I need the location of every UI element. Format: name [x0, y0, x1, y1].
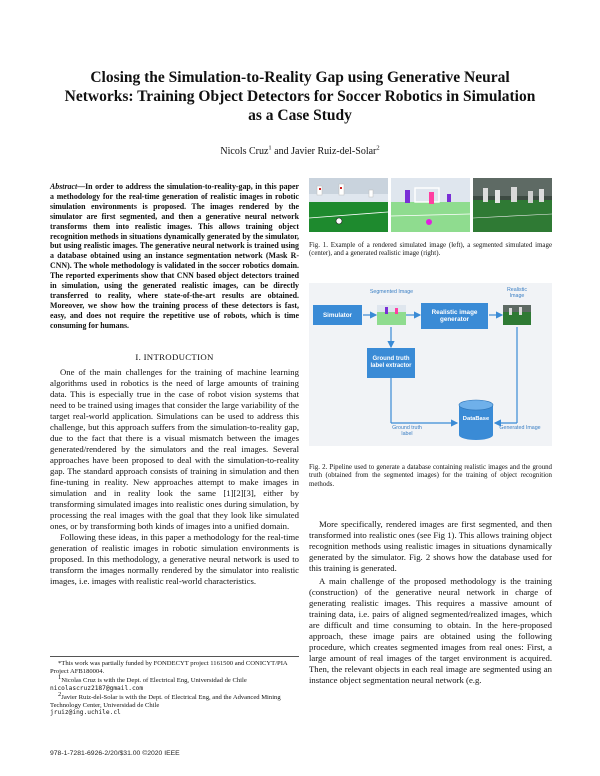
figure-1-caption: Fig. 1. Example of a rendered simulated …	[309, 242, 552, 258]
ground-truth-label-extractor-box: Ground truth label extractor	[367, 348, 415, 378]
paragraph: One of the main challenges for the train…	[50, 367, 299, 531]
segmented-image-label: Segmented Image	[369, 289, 414, 295]
paragraph: A main challenge of the proposed methodo…	[309, 576, 552, 685]
introduction-text: One of the main challenges for the train…	[50, 367, 299, 587]
generated-image-label: Generated Image	[499, 425, 541, 431]
database-label: DataBase	[462, 416, 490, 422]
footnotes: *This work was partially funded by FONDE…	[50, 656, 299, 718]
figure-1	[309, 178, 552, 232]
realistic-image-label: Realistic Image	[506, 287, 528, 299]
database-cylinder	[458, 399, 494, 440]
authors: Nicols Cruz1 and Javier Ruiz-del-Solar2	[220, 144, 380, 157]
paper-title: Closing the Simulation-to-Reality Gap us…	[64, 69, 536, 124]
footnote-author-1: 1Nicolas Cruz is with the Dept. of Elect…	[50, 673, 247, 692]
segmented-simulated-image	[391, 178, 470, 232]
isbn-copyright: 978-1-7281-6926-2/20/$31.00 ©2020 IEEE	[50, 750, 180, 757]
email: nicolascruz2187@gmail.com	[50, 684, 144, 692]
paragraph: More specifically, rendered images are f…	[309, 519, 552, 573]
footnote-author-2: 2Javier Ruiz-del-Solar is with the Dept.…	[50, 690, 281, 717]
email: jruiz@ing.uchile.cl	[50, 709, 121, 717]
author-1: Nicols Cruz	[220, 146, 269, 157]
realistic-image-generator-box: Realistic image generator	[421, 303, 488, 329]
author-2: Javier Ruiz-del-Solar	[291, 146, 377, 157]
simulator-box: Simulator	[313, 305, 362, 325]
right-column-text: More specifically, rendered images are f…	[309, 519, 552, 688]
figure-2-pipeline-diagram: Simulator Segmented Image Realistic imag…	[309, 283, 552, 446]
abstract: Abstract—In order to address the simulat…	[50, 182, 299, 330]
figure-2-caption: Fig. 2. Pipeline used to generate a data…	[309, 464, 552, 488]
footnote-funding: *This work was partially funded by FONDE…	[50, 660, 288, 675]
segmented-image-thumb	[377, 305, 406, 325]
section-heading-introduction: I. INTRODUCTION	[135, 352, 214, 362]
realistic-image-thumb	[503, 305, 531, 325]
ground-truth-label-label: Ground truth label	[392, 425, 422, 437]
generated-realistic-image	[473, 178, 552, 232]
paragraph: Following these ideas, in this paper a m…	[50, 532, 299, 586]
rendered-simulated-image	[309, 178, 388, 232]
